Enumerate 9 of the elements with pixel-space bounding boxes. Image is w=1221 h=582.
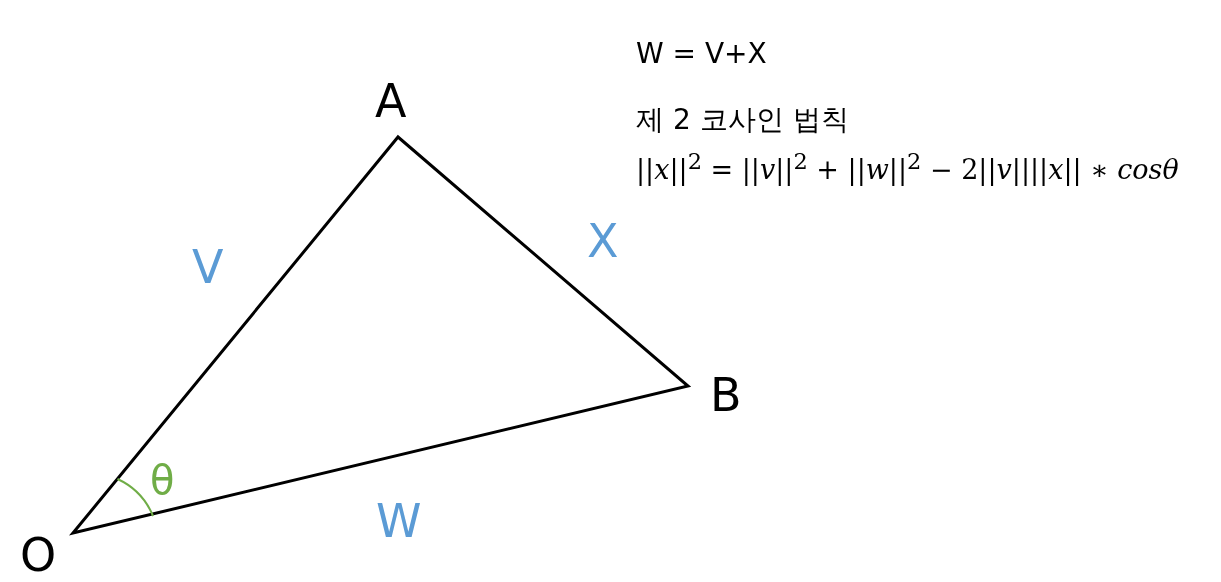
vertex-label: B xyxy=(710,372,742,418)
side-label: V xyxy=(192,244,224,290)
vertex-label: A xyxy=(375,78,407,124)
side-label: W xyxy=(376,498,422,544)
heading-text: 제 2 코사인 법칙 xyxy=(636,106,849,134)
equation-text: W = V+X xyxy=(636,40,767,68)
vertex-label: O xyxy=(20,532,57,578)
angle-label: θ xyxy=(150,460,175,500)
side-label: X xyxy=(587,218,619,264)
